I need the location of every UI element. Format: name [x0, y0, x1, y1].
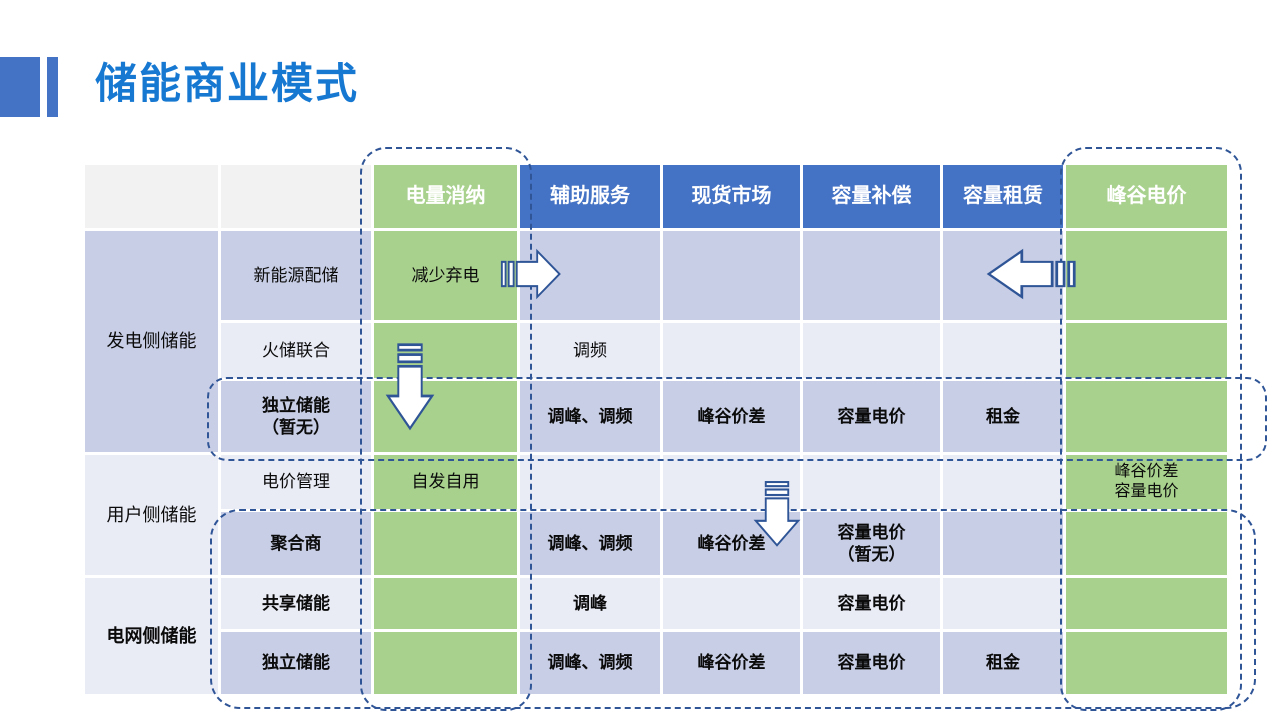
data-cell — [374, 578, 517, 629]
striped-arrow-down-icon — [752, 480, 802, 548]
data-cell: 峰谷价差 — [663, 381, 800, 452]
data-cell: 峰谷价差 容量电价 — [1066, 455, 1227, 509]
row-label: 火储联合 — [221, 323, 371, 378]
data-cell — [374, 632, 517, 694]
business-model-table: 电量消纳 辅助服务 现货市场 容量补偿 容量租赁 峰谷电价 发电侧储能 新能源配… — [85, 165, 1227, 694]
data-cell: 自发自用 — [374, 455, 517, 509]
row-label: 新能源配储 — [221, 231, 371, 320]
row-label: 电价管理 — [221, 455, 371, 509]
group-label-user-side: 用户侧储能 — [85, 455, 218, 575]
data-cell: 容量电价 （暂无） — [803, 512, 940, 575]
row-label: 共享储能 — [221, 578, 371, 629]
row-label: 独立储能 （暂无） — [221, 381, 371, 452]
data-cell: 容量电价 — [803, 381, 940, 452]
striped-arrow-down-icon — [384, 342, 436, 432]
header-energy-consumption: 电量消纳 — [374, 165, 517, 228]
header-capacity-lease: 容量租赁 — [943, 165, 1063, 228]
data-cell — [520, 455, 660, 509]
data-cell — [1066, 323, 1227, 378]
data-cell — [803, 455, 940, 509]
data-cell — [1066, 381, 1227, 452]
data-cell: 调峰 — [520, 578, 660, 629]
header-spacer-label-col — [221, 165, 371, 228]
header-capacity-compensation: 容量补偿 — [803, 165, 940, 228]
data-cell: 峰谷价差 — [663, 632, 800, 694]
data-cell — [803, 323, 940, 378]
data-cell: 调峰、调频 — [520, 381, 660, 452]
title-marker-bar-icon — [47, 57, 58, 117]
group-label-grid-side: 电网侧储能 — [85, 578, 218, 694]
striped-arrow-left-icon — [985, 247, 1077, 301]
data-cell — [663, 323, 800, 378]
header-ancillary-services: 辅助服务 — [520, 165, 660, 228]
data-cell — [1066, 231, 1227, 320]
data-cell: 调频 — [520, 323, 660, 378]
data-cell — [943, 323, 1063, 378]
data-cell — [943, 455, 1063, 509]
data-cell: 容量电价 — [803, 578, 940, 629]
header-peak-valley-price: 峰谷电价 — [1066, 165, 1227, 228]
data-cell — [943, 578, 1063, 629]
data-cell — [374, 512, 517, 575]
data-cell — [803, 231, 940, 320]
title-marker-square-icon — [0, 57, 40, 117]
row-label: 聚合商 — [221, 512, 371, 575]
data-cell: 租金 — [943, 381, 1063, 452]
header-spacer-group-col — [85, 165, 218, 228]
data-cell: 减少弃电 — [374, 231, 517, 320]
striped-arrow-right-icon — [500, 247, 562, 301]
data-cell — [943, 512, 1063, 575]
data-cell — [1066, 578, 1227, 629]
header-spot-market: 现货市场 — [663, 165, 800, 228]
data-cell — [663, 231, 800, 320]
page-title: 储能商业模式 — [95, 60, 360, 107]
data-cell: 租金 — [943, 632, 1063, 694]
data-cell: 容量电价 — [803, 632, 940, 694]
data-cell: 调峰、调频 — [520, 512, 660, 575]
data-cell — [1066, 512, 1227, 575]
row-label: 独立储能 — [221, 632, 371, 694]
data-cell: 调峰、调频 — [520, 632, 660, 694]
group-label-generation-side: 发电侧储能 — [85, 231, 218, 452]
data-cell — [663, 578, 800, 629]
data-cell — [1066, 632, 1227, 694]
